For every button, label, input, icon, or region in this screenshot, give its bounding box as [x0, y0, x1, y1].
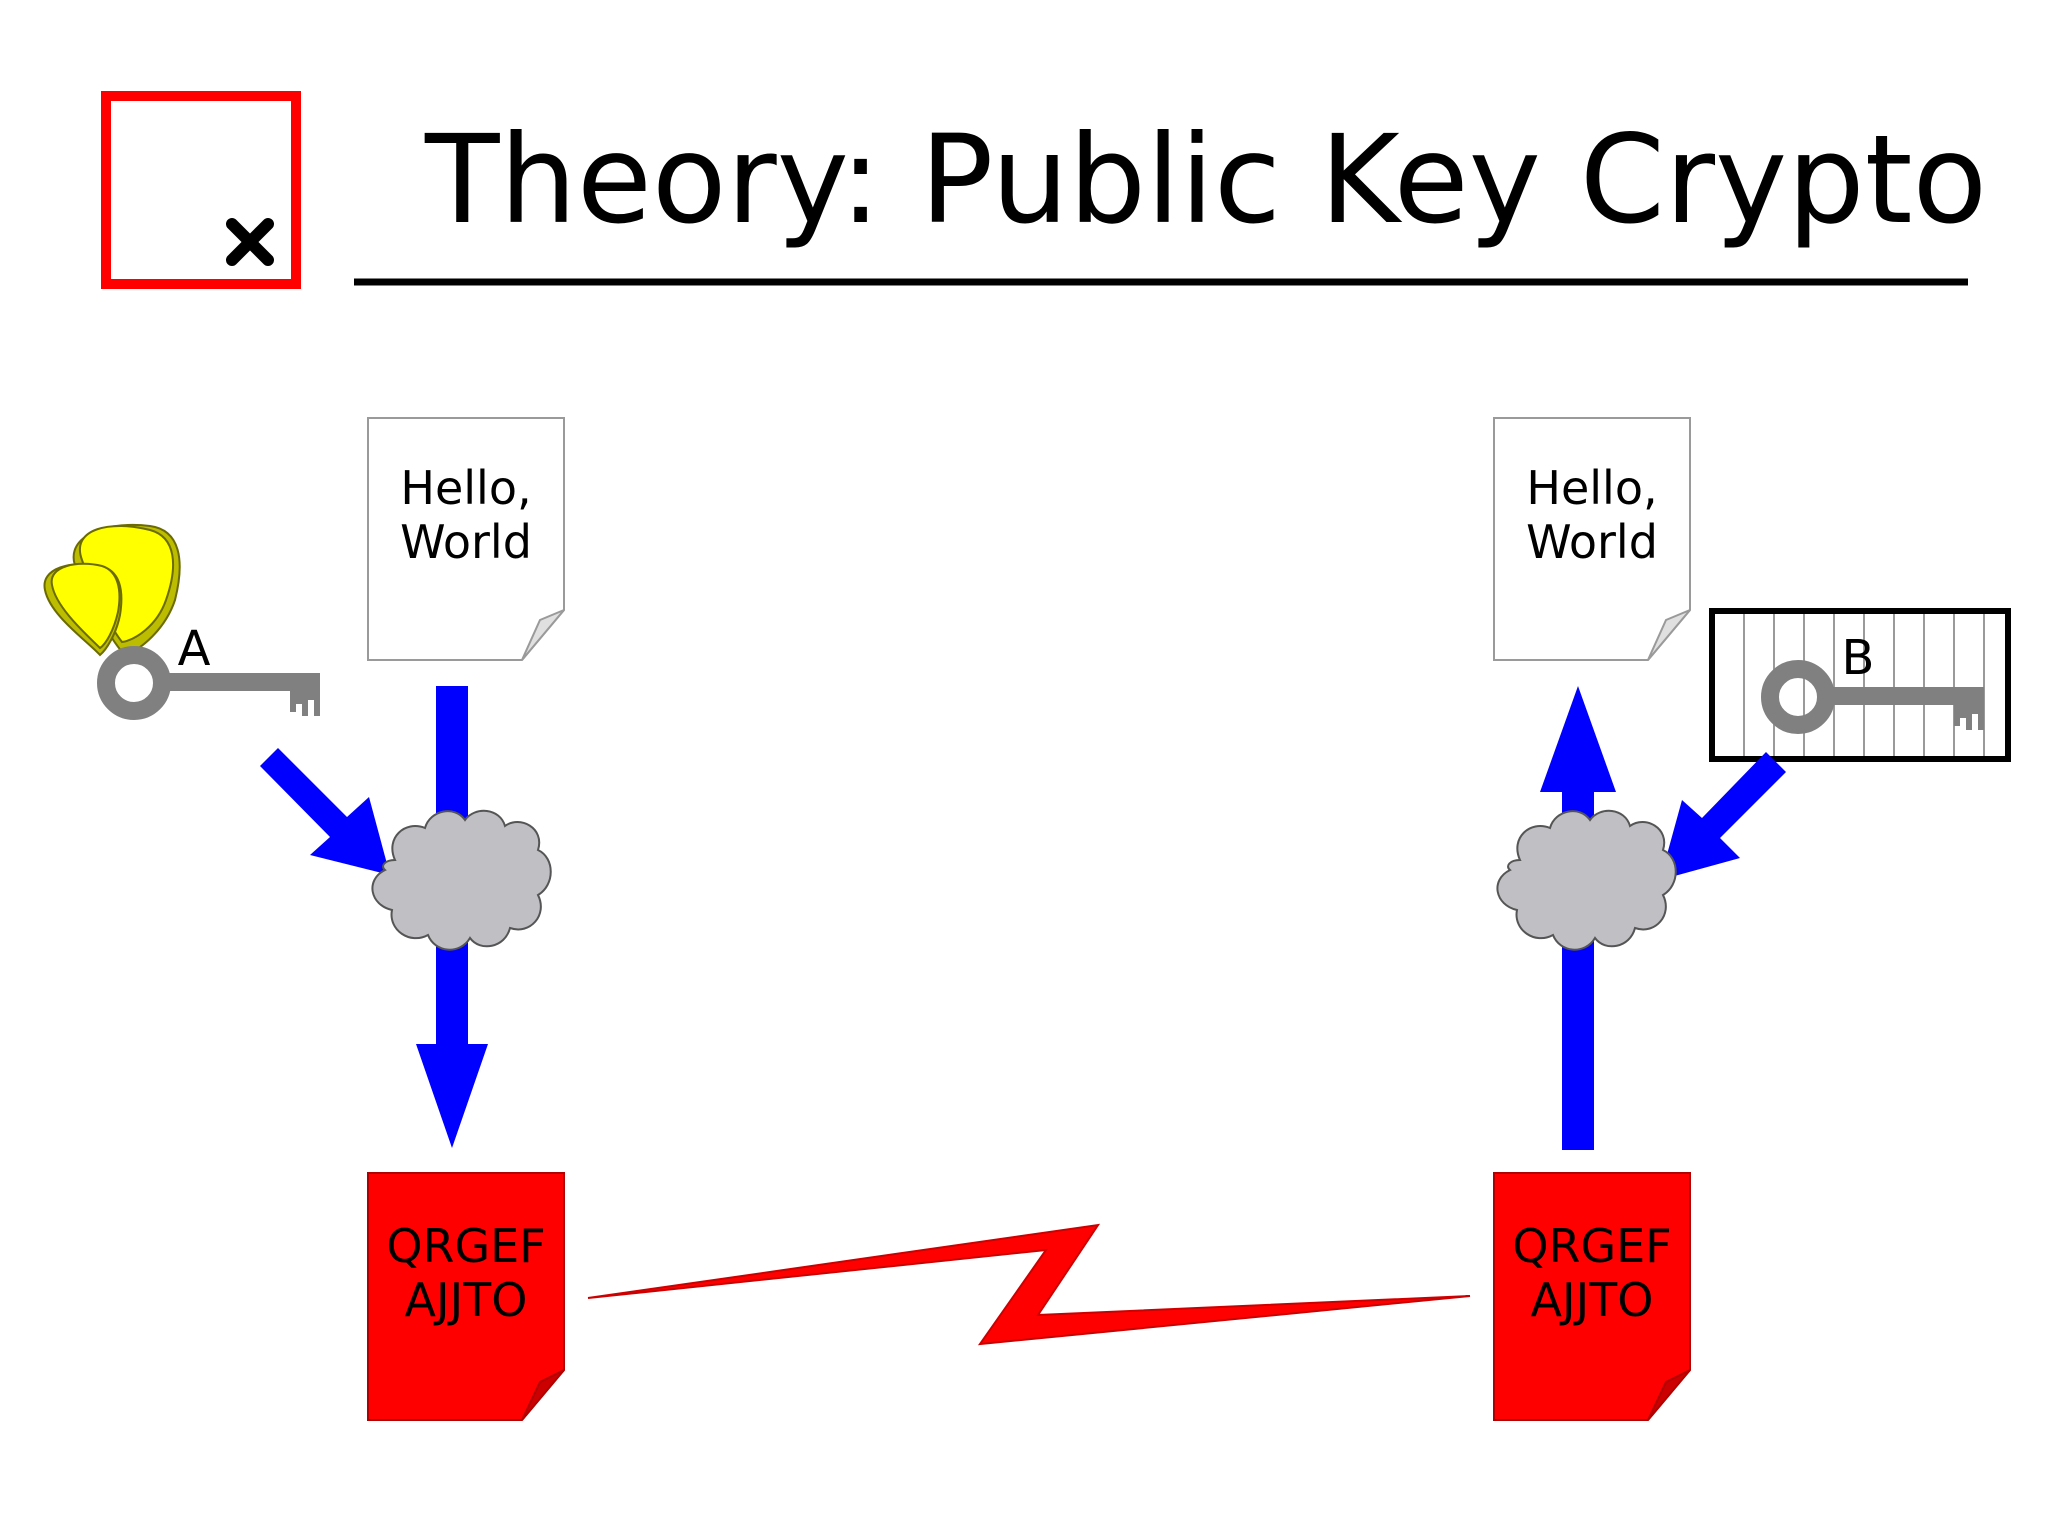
plaintext-document-right: Hello, World — [1493, 417, 1691, 661]
ciphertext-right-line1: QRGEF — [1512, 1219, 1671, 1273]
arrow-key-a-to-cloud — [260, 748, 390, 875]
cloud-left-icon — [371, 810, 552, 951]
ciphertext-left-line1: QRGEF — [386, 1219, 545, 1273]
key-b-icon — [1761, 660, 1984, 734]
logo-icon — [101, 91, 301, 289]
plaintext-right-line2: World — [1526, 515, 1658, 569]
plaintext-left-line2: World — [400, 515, 532, 569]
key-b-cage — [1709, 608, 2011, 762]
key-b-label: B — [1842, 630, 1875, 686]
page-title: Theory: Public Key Crypto — [424, 109, 1987, 251]
ciphertext-right-line2: AJJTO — [1531, 1273, 1654, 1327]
arrow-key-b-to-cloud — [1660, 752, 1786, 880]
ciphertext-left-line2: AJJTO — [405, 1273, 528, 1327]
plaintext-right-line1: Hello, — [1526, 461, 1657, 515]
wing-icon — [43, 524, 181, 657]
key-a-icon — [97, 646, 320, 720]
ciphertext-document-right: QRGEF AJJTO — [1493, 1172, 1691, 1421]
plaintext-left-line1: Hello, — [400, 461, 531, 515]
transmission-lightning — [587, 1223, 1471, 1346]
plaintext-document-left: Hello, World — [367, 417, 565, 661]
key-a-label: A — [178, 621, 211, 677]
cloud-right-icon — [1496, 810, 1677, 951]
ciphertext-document-left: QRGEF AJJTO — [367, 1172, 565, 1421]
